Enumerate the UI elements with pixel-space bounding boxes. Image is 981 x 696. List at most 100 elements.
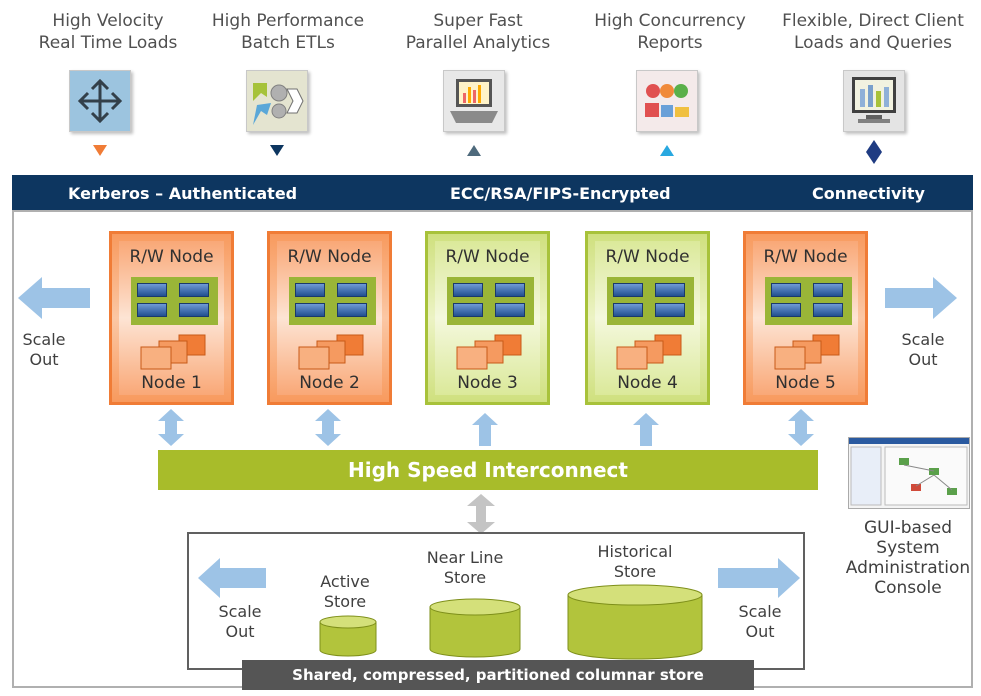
scale-out-left-arrow (18, 277, 90, 319)
disk-icon (771, 303, 801, 317)
band-kerberos: Kerberos – Authenticated (68, 184, 298, 203)
disk-icon (295, 303, 325, 317)
disk-icon (337, 283, 367, 297)
down-triangle-marker-2 (270, 145, 284, 156)
node-2-bidirectional-arrow (315, 409, 341, 446)
historical-store-cylinder-icon (567, 584, 703, 660)
gears-transform-icon (246, 70, 308, 132)
node-disk-grid (607, 277, 694, 325)
up-triangle-marker-4 (660, 145, 674, 156)
security-band: Kerberos – Authenticated ECC/RSA/FIPS-En… (12, 175, 973, 212)
node-name: Node 2 (299, 373, 360, 393)
node-title: R/W Node (605, 247, 690, 267)
storage-scale-out-left-arrow (198, 558, 266, 598)
historical-store-label: Historical Store (570, 542, 700, 582)
workload-caption-4: High Concurrency Reports (570, 10, 770, 54)
storage-scale-out-right-label: Scale Out (730, 602, 790, 642)
workload-caption-1: High Velocity Real Time Loads (18, 10, 198, 54)
scale-out-right-arrow (885, 277, 957, 319)
near-line-store-line1: Near Line (426, 548, 504, 567)
node-name: Node 5 (775, 373, 836, 393)
disk-icon (453, 283, 483, 297)
scale-out-left-label: Scale Out (16, 330, 72, 370)
disk-icon (771, 283, 801, 297)
near-line-store-cylinder-icon (429, 598, 521, 658)
disk-icon (137, 303, 167, 317)
disk-icon (813, 303, 843, 317)
up-triangle-marker-3 (467, 145, 481, 156)
storage-scale-out-right-arrow (718, 558, 800, 598)
workload-2-line2: Batch ETLs (241, 33, 335, 53)
disk-icon (179, 303, 209, 317)
console-line3: Administration (845, 558, 971, 578)
storage-scale-out-left-label: Scale Out (210, 602, 270, 642)
workload-caption-2: High Performance Batch ETLs (198, 10, 378, 54)
stacked-pages-icon (774, 334, 840, 370)
node-title: R/W Node (129, 247, 214, 267)
near-line-store-label: Near Line Store (415, 548, 515, 588)
gui-console-screenshot-icon (848, 437, 970, 509)
stacked-pages-icon (298, 334, 364, 370)
scale-out-left-line2: Out (29, 350, 59, 369)
high-speed-interconnect-bar: High Speed Interconnect (158, 450, 818, 490)
node-5-bidirectional-arrow (788, 409, 814, 446)
disk-icon (337, 303, 367, 317)
band-encryption: ECC/RSA/FIPS-Encrypted (450, 184, 671, 203)
storage-scale-out-right-line1: Scale (738, 602, 782, 621)
workload-caption-3: Super Fast Parallel Analytics (388, 10, 568, 54)
console-line4: Console (874, 578, 942, 598)
band-connectivity: Connectivity (812, 184, 925, 203)
disk-icon (613, 303, 643, 317)
crossroads-arrows-icon (69, 70, 131, 132)
node-4-up-arrow (633, 413, 659, 446)
stacked-pages-icon (140, 334, 206, 370)
console-line2: System (876, 538, 940, 558)
dashboard-report-icon (636, 70, 698, 132)
node-1-bidirectional-arrow (158, 409, 184, 446)
node-3-up-arrow (472, 413, 498, 446)
node-disk-grid (289, 277, 376, 325)
node-disk-grid (765, 277, 852, 325)
node-arrows-layer (158, 409, 814, 446)
workload-1-line2: Real Time Loads (38, 33, 178, 53)
workload-5-line1: Flexible, Direct Client (782, 11, 964, 31)
scale-out-right-label: Scale Out (888, 330, 958, 370)
disk-icon (453, 303, 483, 317)
disk-icon (295, 283, 325, 297)
workload-1-line1: High Velocity (52, 11, 164, 31)
workload-3-line1: Super Fast (433, 11, 523, 31)
gui-console-label: GUI-based System Administration Console (838, 518, 978, 598)
scale-out-right-line2: Out (908, 350, 938, 369)
workload-4-line2: Reports (637, 33, 703, 53)
node-name: Node 4 (617, 373, 678, 393)
node-disk-grid (131, 277, 218, 325)
node-disk-grid (447, 277, 534, 325)
monitor-bar-chart-icon (843, 70, 905, 132)
node-name: Node 3 (457, 373, 518, 393)
storage-bidirectional-arrow (467, 494, 495, 534)
storage-scale-out-left-line2: Out (225, 622, 255, 641)
node-title: R/W Node (445, 247, 530, 267)
node-name: Node 1 (141, 373, 202, 393)
active-store-line1: Active (320, 572, 370, 591)
active-store-cylinder-icon (319, 615, 377, 657)
scale-out-right-line1: Scale (901, 330, 945, 349)
stacked-pages-icon (616, 334, 682, 370)
disk-icon (655, 283, 685, 297)
workload-2-line1: High Performance (211, 11, 365, 31)
historical-store-line1: Historical (597, 542, 673, 561)
stacked-pages-icon (456, 334, 522, 370)
storage-scale-out-right-line2: Out (745, 622, 775, 641)
storage-band: Shared, compressed, partitioned columnar… (242, 660, 754, 690)
active-store-line2: Store (323, 592, 367, 611)
workload-4-line1: High Concurrency (594, 11, 746, 31)
near-line-store-line2: Store (443, 568, 487, 587)
